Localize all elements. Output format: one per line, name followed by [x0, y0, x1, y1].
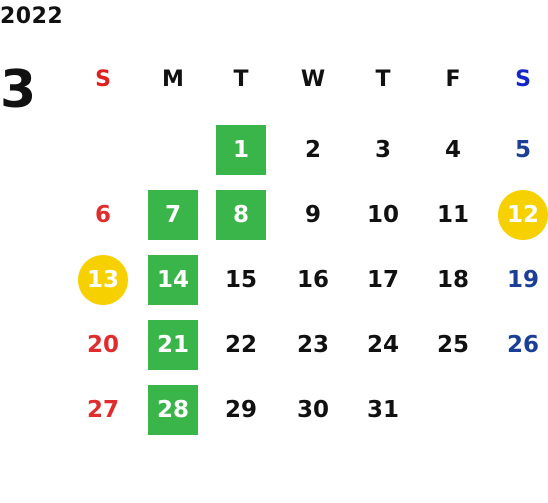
calendar-day-23[interactable]: 23 — [296, 332, 329, 358]
calendar-day-22[interactable]: 22 — [224, 332, 257, 358]
calendar-day-30[interactable]: 30 — [296, 397, 329, 423]
calendar-day-7[interactable]: 7 — [148, 190, 198, 240]
calendar-day-24[interactable]: 24 — [366, 332, 399, 358]
weekday-header-sat: S — [515, 67, 531, 92]
calendar-day-16[interactable]: 16 — [296, 267, 329, 293]
calendar-day-15[interactable]: 15 — [224, 267, 257, 293]
calendar-day-17[interactable]: 17 — [366, 267, 399, 293]
calendar-day-19[interactable]: 19 — [506, 267, 539, 293]
calendar-day-2[interactable]: 2 — [304, 137, 321, 163]
calendar-day-9[interactable]: 9 — [304, 202, 321, 228]
calendar-day-26[interactable]: 26 — [506, 332, 539, 358]
calendar-day-8[interactable]: 8 — [216, 190, 266, 240]
calendar-day-18[interactable]: 18 — [436, 267, 469, 293]
calendar-day-28[interactable]: 28 — [148, 385, 198, 435]
calendar-day-12[interactable]: 12 — [498, 190, 548, 240]
calendar-day-21[interactable]: 21 — [148, 320, 198, 370]
weekday-header-fri: F — [445, 67, 461, 92]
weekday-header-tue: T — [233, 67, 249, 92]
calendar-day-6[interactable]: 6 — [94, 202, 111, 228]
calendar-day-14[interactable]: 14 — [148, 255, 198, 305]
calendar-day-31[interactable]: 31 — [366, 397, 399, 423]
weekday-header-wed: W — [300, 67, 326, 92]
weekday-header-mon: M — [162, 67, 184, 92]
year-label: 2022 — [0, 4, 64, 29]
calendar-day-4[interactable]: 4 — [444, 137, 461, 163]
calendar-day-10[interactable]: 10 — [366, 202, 399, 228]
calendar-day-3[interactable]: 3 — [374, 137, 391, 163]
calendar-day-25[interactable]: 25 — [436, 332, 469, 358]
calendar-day-29[interactable]: 29 — [224, 397, 257, 423]
weekday-header-sun: S — [95, 67, 111, 92]
calendar-day-11[interactable]: 11 — [436, 202, 469, 228]
weekday-header-thu: T — [375, 67, 391, 92]
calendar-day-1[interactable]: 1 — [216, 125, 266, 175]
month-number: 3 — [0, 60, 37, 120]
calendar-day-20[interactable]: 20 — [86, 332, 119, 358]
calendar-day-13[interactable]: 13 — [78, 255, 128, 305]
calendar-day-27[interactable]: 27 — [86, 397, 119, 423]
calendar-day-5[interactable]: 5 — [514, 137, 531, 163]
